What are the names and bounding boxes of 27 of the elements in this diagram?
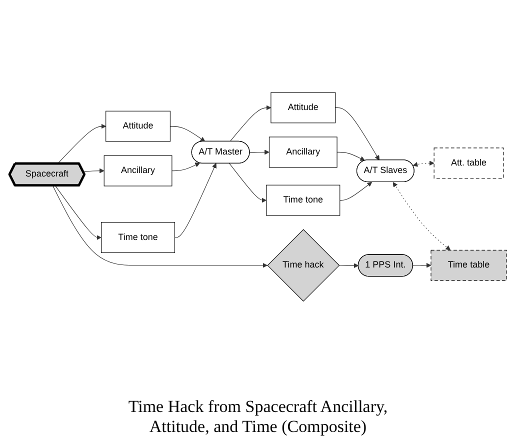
diagram-caption: Time Hack from Spacecraft Ancillary, Attitude, and Time (Composite) [127, 397, 389, 437]
arrow [392, 182, 451, 250]
node-diamond: Time hack [267, 228, 340, 302]
node-box: Time tone [266, 184, 340, 216]
arrow [338, 262, 359, 268]
arrow [336, 152, 366, 160]
node-box: Att. table [434, 147, 504, 178]
arrow [174, 162, 216, 238]
arrow [82, 168, 104, 173]
node-box: Attitude [270, 92, 336, 123]
arrow [412, 160, 434, 166]
arrow [57, 123, 106, 164]
arrow [52, 185, 268, 268]
arrow [172, 162, 200, 171]
arrow [170, 126, 206, 142]
arrow [249, 149, 270, 154]
arrow [54, 185, 102, 240]
node-box: Time table [430, 250, 507, 281]
arrow [340, 181, 372, 200]
arrow [229, 162, 267, 202]
node-box: Time tone [101, 222, 176, 253]
arrow [230, 104, 272, 142]
node-box: Attitude [106, 110, 170, 142]
node-box: Ancillary [268, 136, 338, 168]
arrow [335, 107, 380, 160]
arrow [412, 262, 432, 268]
node-box: Ancillary [104, 154, 172, 186]
